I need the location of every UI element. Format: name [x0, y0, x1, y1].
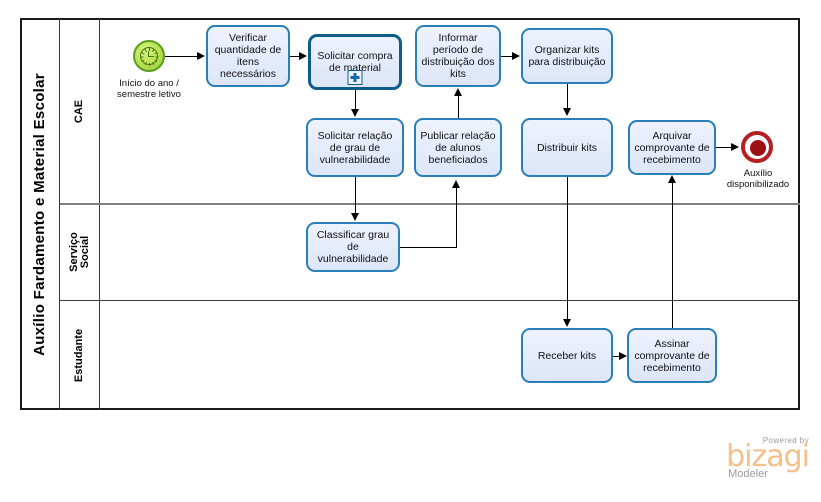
lane-label-servico-social: Serviço Social [67, 232, 91, 272]
flow-relacao-to-classificar [354, 177, 356, 214]
clock-tick [141, 52, 145, 55]
clock-tick [155, 56, 159, 58]
task-informar-periodo[interactable]: Informar período de distribuição dos kit… [415, 25, 501, 87]
flow-solicitar-to-relacao [354, 90, 356, 111]
lane-label-cae: CAE [72, 99, 85, 123]
clock-tick [152, 61, 155, 66]
timer-start-event-icon[interactable] [133, 40, 165, 72]
flow-arquivar-to-end [716, 146, 733, 148]
flow-arrowhead [512, 51, 520, 60]
task-label: Solicitar compra de material [317, 50, 393, 74]
pool-title: Auxílio Fardamento e Material Escolar [20, 18, 60, 410]
end-event-label: Auxílio disponibilizado [726, 168, 790, 190]
bizagi-logo: Powered by bizagi Modeler [726, 436, 810, 480]
lane-header-cae: CAE [60, 18, 100, 204]
flow-publicar-to-informar [457, 96, 459, 118]
flow-verificar-to-solicitar [290, 55, 301, 57]
clock-tick [144, 61, 147, 66]
clock-tick [141, 59, 145, 62]
end-event-inner-circle [750, 140, 766, 156]
pool-title-label: Auxílio Fardamento e Material Escolar [31, 72, 49, 356]
clock-hour-hand [148, 51, 150, 57]
lane-header-estudante: Estudante [60, 300, 100, 410]
flow-arrowhead [731, 142, 739, 151]
task-assinar-comprovante[interactable]: Assinar comprovante de recebimento [627, 328, 717, 383]
clock-tick [154, 52, 158, 55]
clock-tick [144, 48, 147, 53]
flow-arrowhead [619, 351, 627, 360]
task-solicitar-relacao-grau[interactable]: Solicitar relação de grau de vulnerabili… [306, 118, 404, 177]
clock-tick [152, 48, 155, 53]
task-publicar-relacao-alunos[interactable]: Publicar relação de alunos beneficiados [414, 118, 502, 177]
logo-edition: Modeler [728, 468, 768, 480]
task-organizar-kits[interactable]: Organizar kits para distribuição [521, 28, 613, 84]
clock-tick [140, 56, 144, 58]
terminate-end-event-icon[interactable] [741, 131, 773, 163]
flow-assinar-to-arquivar [671, 183, 673, 328]
lane-separator-servico-estudante [60, 300, 800, 301]
task-arquivar-comprovante[interactable]: Arquivar comprovante de recebimento [628, 120, 716, 175]
flow-arrowhead [350, 213, 359, 221]
task-classificar-grau[interactable]: Classificar grau de vulnerabilidade [306, 222, 400, 272]
clock-icon [140, 47, 159, 66]
task-receber-kits[interactable]: Receber kits [521, 328, 613, 383]
logo-powered-by: Powered by [762, 436, 809, 445]
flow-arrowhead [667, 175, 676, 183]
clock-tick [149, 63, 150, 66]
task-solicitar-compra-material[interactable]: Solicitar compra de material [308, 34, 402, 90]
lane-label-estudante: Estudante [73, 328, 85, 382]
logo-product-name: bizagi [726, 439, 810, 474]
flow-arrowhead [350, 109, 359, 117]
flow-classificar-to-publicar [400, 246, 457, 248]
flow-classificar-to-publicar-v [456, 188, 458, 247]
clock-minute-hand [149, 56, 154, 58]
task-verificar-quantidade[interactable]: Verificar quantidade de itens necessário… [206, 25, 290, 87]
flow-distribuir-to-receber [566, 177, 568, 320]
start-event-label: Início do ano / semestre letivo [117, 78, 181, 100]
flow-arrowhead [453, 88, 462, 96]
flow-arrowhead [562, 108, 571, 116]
clock-tick [149, 48, 150, 51]
flow-informar-to-organizar [501, 55, 514, 57]
flow-arrowhead [197, 51, 205, 60]
lane-header-servico-social: Serviço Social [60, 204, 100, 300]
subprocess-plus-icon [347, 70, 363, 85]
lane-separator-cae-servico [60, 203, 800, 205]
flow-arrowhead [299, 51, 307, 60]
flow-start-to-verificar [165, 55, 198, 57]
flow-arrowhead [562, 319, 571, 327]
flow-receber-to-assinar [613, 355, 622, 357]
flow-organizar-to-distribuir [566, 84, 568, 110]
task-distribuir-kits[interactable]: Distribuir kits [521, 118, 613, 177]
clock-tick [154, 59, 158, 62]
flow-arrowhead [452, 180, 460, 188]
